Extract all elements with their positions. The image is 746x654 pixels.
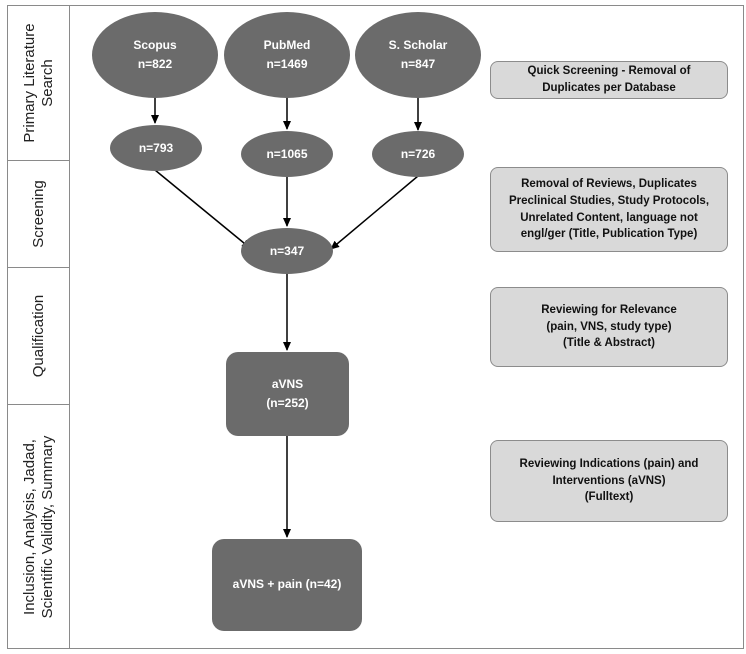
note-line: Preclinical Studies, Study Protocols, <box>508 194 710 207</box>
database-count: n=822 <box>137 57 173 71</box>
dedup-count: n=793 <box>138 140 174 155</box>
note-line: Reviewing for Relevance <box>541 303 677 316</box>
note-indications: Reviewing Indications (pain) and Interve… <box>490 440 728 522</box>
stage-inclusion: Inclusion, Analysis, Jadad, Scientific V… <box>7 404 70 649</box>
screened-node: n=347 <box>241 228 333 274</box>
note-line: Interventions (aVNS) <box>552 474 666 487</box>
note-relevance: Reviewing for Relevance (pain, VNS, stud… <box>490 287 728 367</box>
database-node-scopus: Scopus n=822 <box>92 12 218 98</box>
note-line: Duplicates per Database <box>542 82 676 94</box>
included-node: aVNS + pain (n=42) <box>212 539 362 631</box>
note-quick-screening: Quick Screening - Removal of Duplicates … <box>490 61 728 99</box>
dedup-node-s-scholar: n=726 <box>372 131 464 177</box>
database-node-s-scholar: S. Scholar n=847 <box>355 12 481 98</box>
screened-count: n=347 <box>269 243 305 258</box>
note-line: Removal of Reviews, Duplicates <box>521 178 697 191</box>
database-count: n=847 <box>400 57 436 71</box>
database-name: Scopus <box>133 38 177 53</box>
note-line: Reviewing Indications (pain) and <box>519 457 699 470</box>
database-count: n=1469 <box>266 57 308 71</box>
note-line: (Fulltext) <box>584 491 634 504</box>
dedup-count: n=726 <box>400 146 436 161</box>
included-label: aVNS + pain (n=42) <box>232 577 342 592</box>
dedup-count: n=1065 <box>266 146 308 161</box>
stage-screening: Screening <box>7 160 70 268</box>
arrow <box>330 175 419 250</box>
arrow <box>154 169 251 249</box>
note-line: Unrelated Content, language not <box>520 211 698 224</box>
qualified-count: (n=252) <box>266 396 309 410</box>
note-line: (pain, VNS, study type) <box>546 320 672 333</box>
note-line: Quick Screening - Removal of <box>527 65 691 78</box>
note-line: (Title & Abstract) <box>562 337 655 350</box>
note-line: engl/ger (Title, Publication Type) <box>520 228 698 241</box>
qualified-label: aVNS <box>271 376 304 391</box>
qualified-node: aVNS (n=252) <box>226 352 349 436</box>
note-removal: Removal of Reviews, Duplicates Preclinic… <box>490 167 728 252</box>
database-node-pubmed: PubMed n=1469 <box>224 12 350 98</box>
database-name: PubMed <box>263 38 311 53</box>
dedup-node-scopus: n=793 <box>110 125 202 171</box>
dedup-node-pubmed: n=1065 <box>241 131 333 177</box>
database-name: S. Scholar <box>388 38 448 53</box>
